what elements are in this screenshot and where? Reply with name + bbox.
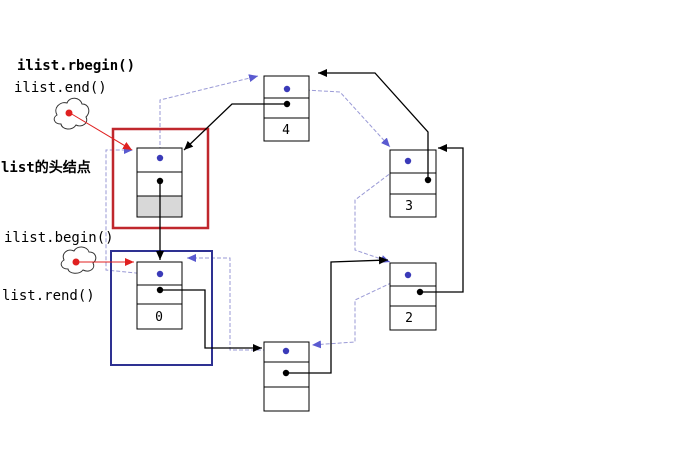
- node-0: 0: [136, 261, 183, 330]
- prev-dot: [404, 157, 412, 165]
- node-value: 3: [405, 199, 413, 214]
- prev-pointer-head-to-n4: [159, 74, 259, 157]
- node-3: 3: [389, 149, 437, 218]
- prev-pointer-n2-to-n1: [311, 274, 409, 349]
- prev-pointer-n1-to-n0: [187, 254, 285, 351]
- prev-dot: [156, 154, 164, 162]
- next-pointer-n3-to-n4: [318, 69, 429, 180]
- node-value: 2: [405, 311, 413, 326]
- node-value: 0: [155, 310, 163, 325]
- node-4: 4: [263, 75, 310, 142]
- prev-dot: [282, 347, 290, 355]
- next-pointers: [156, 69, 464, 374]
- node-1: [263, 341, 310, 412]
- begin-iterator-cloud-icon: [60, 246, 97, 274]
- rbegin-label: ilist.rbegin(): [17, 58, 135, 74]
- begin-label: ilist.begin(): [4, 230, 114, 246]
- prev-pointer-n0-to-head: [105, 146, 157, 276]
- next-pointer-n2-to-n3: [420, 144, 464, 293]
- end-label: ilist.end(): [14, 80, 107, 96]
- node-value: 4: [282, 123, 290, 138]
- next-pointer-n1-to-n2: [286, 256, 389, 374]
- prev-dot: [283, 85, 291, 93]
- end-iterator-arrow: [69, 112, 133, 151]
- prev-pointer-n3-to-n2: [354, 159, 409, 263]
- prev-dot: [404, 271, 412, 279]
- node-2: 2: [389, 262, 437, 331]
- next-pointer-n4-to-head: [183, 103, 287, 151]
- rend-label: list.rend(): [2, 288, 95, 304]
- prev-dot: [156, 270, 164, 278]
- head-node-label: list的头结点: [1, 159, 91, 176]
- next-pointer-n0-to-n1: [160, 289, 262, 352]
